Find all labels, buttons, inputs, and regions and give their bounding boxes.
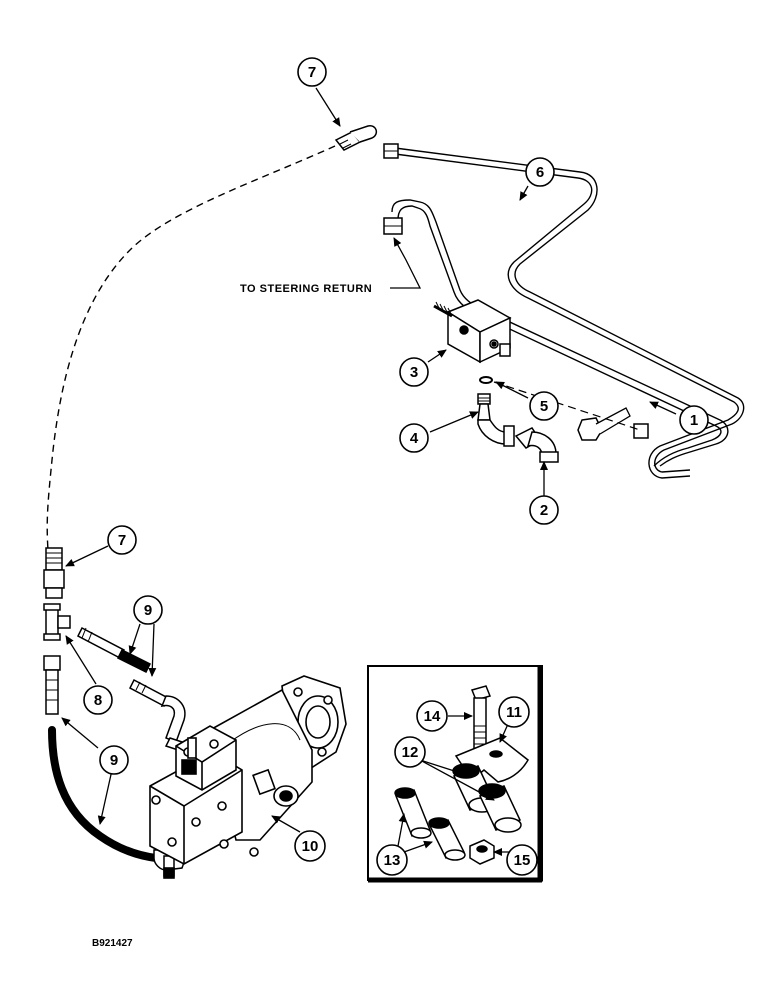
callout-6: 6 (525, 157, 555, 187)
svg-text:11: 11 (506, 704, 522, 721)
tube-6-nut-top (383, 143, 399, 159)
svg-text:15: 15 (514, 852, 531, 869)
callout-7-lower: 7 (107, 525, 137, 555)
pump-assembly-10 (149, 675, 347, 879)
callout-4: 4 (399, 423, 429, 453)
callout-12: 12 (394, 736, 426, 768)
svg-text:2: 2 (540, 502, 548, 519)
hose-9-lower (43, 655, 184, 877)
elbow-fitting-4 (477, 393, 515, 447)
svg-text:9: 9 (144, 602, 152, 619)
svg-text:5: 5 (540, 398, 548, 415)
spacer-13a (394, 787, 432, 839)
callout-2: 2 (529, 495, 559, 525)
callout-11: 11 (498, 696, 530, 728)
svg-text:7: 7 (118, 532, 126, 549)
elbow-fitting-top (334, 125, 378, 151)
valve-block-3 (433, 299, 512, 364)
hose-fitting-9b (129, 678, 186, 751)
figure-code: B921427 (92, 938, 133, 949)
tee-fitting-8 (43, 603, 71, 641)
callout-7-top: 7 (297, 57, 327, 87)
tube-1-nut-bottom (577, 407, 631, 441)
o-ring-5 (479, 376, 493, 384)
svg-text:12: 12 (402, 744, 419, 761)
callout-10: 10 (294, 830, 326, 862)
bolt-14 (470, 685, 492, 751)
svg-text:7: 7 (308, 64, 316, 81)
axis-line (493, 381, 641, 431)
callout-14: 14 (416, 700, 448, 732)
hose-dashed-route (46, 145, 336, 551)
callout-15: 15 (506, 844, 538, 876)
callout-1: 1 (679, 405, 709, 435)
callout-3: 3 (399, 357, 429, 387)
svg-text:1: 1 (690, 412, 698, 429)
fitting-7-lower (43, 547, 65, 599)
svg-text:10: 10 (302, 838, 319, 855)
spacer-13b (428, 817, 466, 861)
svg-text:4: 4 (410, 430, 419, 447)
svg-text:8: 8 (94, 692, 102, 709)
note-steering-return: TO STEERING RETURN (240, 283, 372, 295)
svg-text:9: 9 (110, 752, 118, 769)
tube-1 (391, 199, 729, 467)
tube-1-nut-top (383, 217, 403, 235)
svg-text:3: 3 (410, 364, 418, 381)
hose-fitting-9a (77, 626, 152, 674)
callout-9-lower: 9 (99, 745, 129, 775)
leader-lines (61, 87, 677, 856)
callout-5: 5 (529, 391, 559, 421)
tube-6 (394, 147, 745, 479)
svg-text:6: 6 (536, 164, 544, 181)
callout-9-upper: 9 (133, 595, 163, 625)
callout-8: 8 (83, 685, 113, 715)
nut-15 (469, 839, 495, 865)
elbow-fitting-2 (514, 427, 559, 463)
callout-13: 13 (376, 844, 408, 876)
svg-text:14: 14 (424, 708, 441, 725)
tube-6-nut-bottom (633, 423, 649, 439)
svg-text:13: 13 (384, 852, 401, 869)
